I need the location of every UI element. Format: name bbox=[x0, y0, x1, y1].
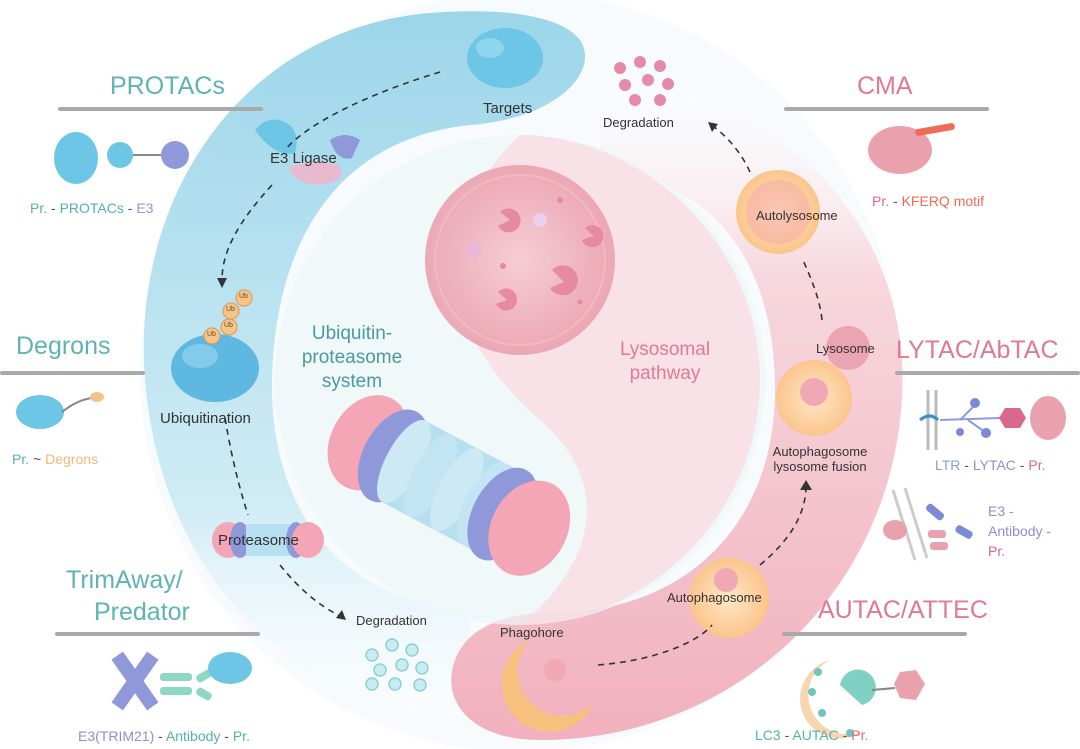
protacs-title: PROTACs bbox=[110, 72, 225, 100]
caption-e3-trim21: E3(TRIM21) bbox=[78, 728, 155, 744]
ub-tag: Ub bbox=[207, 331, 216, 338]
trimaway-divider bbox=[55, 632, 260, 636]
trimaway-caption: E3(TRIM21) - Antibody - Pr. bbox=[78, 728, 250, 744]
ups-line: system bbox=[321, 371, 383, 392]
caption-kferq: KFERQ motif bbox=[901, 193, 985, 209]
ub-tag: Ub bbox=[239, 293, 248, 300]
lytac-divider bbox=[895, 371, 1080, 375]
caption-protein: Pr. bbox=[232, 728, 250, 744]
targets-label: Targets bbox=[483, 100, 533, 117]
lysosomal-label: Lysosomal pathway bbox=[605, 338, 725, 386]
ups-line: Ubiquitin- bbox=[311, 323, 393, 344]
degrons-divider bbox=[0, 371, 145, 375]
abtac-caption-line1: E3 - bbox=[988, 503, 1014, 519]
phagophore-label: Phagohore bbox=[500, 625, 564, 640]
caption-sep: - bbox=[1015, 457, 1029, 473]
caption-protein: Pr. bbox=[30, 200, 48, 216]
protacs-caption: Pr. - PROTACs - E3 bbox=[30, 200, 153, 216]
lysosome-label: Lysosome bbox=[816, 341, 875, 356]
caption-ltr: LTR bbox=[935, 457, 961, 473]
cma-title: CMA bbox=[857, 72, 913, 100]
caption-sep: ~ bbox=[29, 451, 46, 467]
caption-lytac: LYTAC bbox=[972, 457, 1016, 473]
caption-antibody: Antibody bbox=[165, 728, 221, 744]
caption-e3: E3 bbox=[136, 200, 154, 216]
proteasome-label: Proteasome bbox=[218, 532, 299, 549]
abtac-caption-line2: Antibody - bbox=[988, 523, 1052, 539]
caption-protacs: PROTACs bbox=[59, 200, 124, 216]
degrons-caption: Pr. ~ Degrons bbox=[12, 451, 98, 467]
caption-protein: Pr. bbox=[872, 193, 890, 209]
degrons-title: Degrons bbox=[16, 332, 111, 360]
ups-label: Ubiquitin- proteasome system bbox=[282, 322, 422, 394]
cma-divider bbox=[784, 107, 989, 111]
caption-protein: Pr. bbox=[851, 727, 869, 743]
caption-sep: - bbox=[780, 727, 793, 743]
fusion-line: lysosome fusion bbox=[773, 459, 867, 474]
ubiquitination-label: Ubiquitination bbox=[160, 410, 251, 427]
lyso-line: Lysosomal bbox=[619, 339, 711, 360]
abtac-caption-line3: Pr. bbox=[988, 543, 1006, 559]
caption-sep: - bbox=[220, 728, 233, 744]
autophagosome-label: Autophagosome bbox=[667, 590, 762, 605]
caption-sep: - bbox=[889, 193, 902, 209]
caption-sep: - bbox=[47, 200, 60, 216]
caption-protein: Pr. bbox=[1028, 457, 1046, 473]
trimaway-title-line2: Predator bbox=[94, 598, 190, 626]
autolysosome-label: Autolysosome bbox=[756, 208, 838, 223]
caption-autac: AUTAC bbox=[792, 727, 839, 743]
caption-lc3: LC3 bbox=[755, 727, 781, 743]
lytac-title: LYTAC/AbTAC bbox=[896, 336, 1059, 364]
caption-sep: - bbox=[838, 727, 852, 743]
fusion-label: Autophagosome lysosome fusion bbox=[760, 444, 880, 474]
fusion-line: Autophagosome bbox=[772, 444, 868, 459]
lyso-line: pathway bbox=[629, 363, 701, 384]
cma-caption: Pr. - KFERQ motif bbox=[872, 193, 984, 209]
autac-caption: LC3 - AUTAC - Pr. bbox=[755, 727, 868, 743]
caption-degrons: Degrons bbox=[45, 451, 99, 467]
caption-protein: Pr. bbox=[12, 451, 30, 467]
caption-sep: - bbox=[123, 200, 137, 216]
caption-sep: - bbox=[960, 457, 973, 473]
ups-line: proteasome bbox=[301, 347, 403, 368]
autac-divider bbox=[782, 632, 967, 636]
caption-sep: - bbox=[154, 728, 166, 744]
ub-tag: Ub bbox=[226, 306, 235, 313]
degradation-right-label: Degradation bbox=[603, 115, 674, 130]
e3-ligase-label: E3 Ligase bbox=[270, 150, 337, 167]
protacs-divider bbox=[58, 107, 263, 111]
degradation-left-label: Degradation bbox=[356, 613, 427, 628]
ub-tag: Ub bbox=[224, 322, 233, 329]
lytac-caption: LTR - LYTAC - Pr. bbox=[935, 457, 1046, 473]
autac-title: AUTAC/ATTEC bbox=[818, 596, 988, 624]
trimaway-title-line1: TrimAway/ bbox=[66, 566, 183, 594]
